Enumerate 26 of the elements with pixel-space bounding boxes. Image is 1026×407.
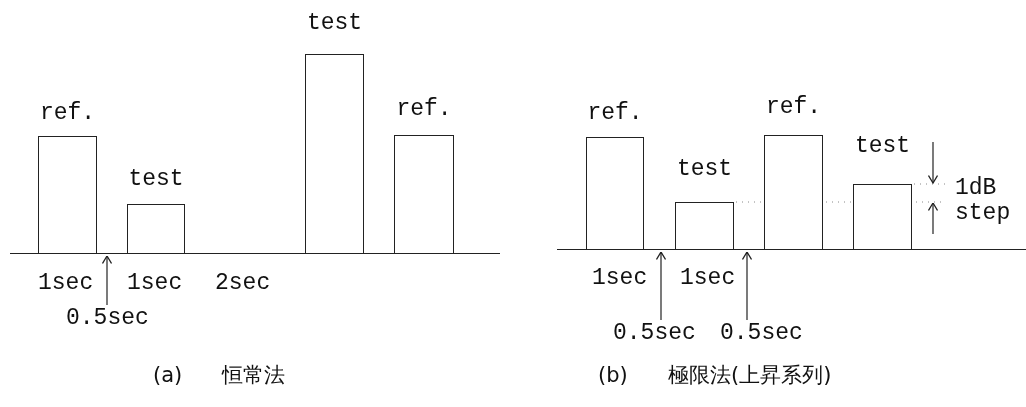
- step-size-label: 1dB step: [955, 176, 1012, 226]
- bar-label: ref.: [396, 96, 452, 122]
- duration-label: 1sec: [592, 265, 648, 291]
- duration-label: 0.5sec: [66, 305, 149, 331]
- leader-arrow: [741, 251, 753, 321]
- time-axis: [557, 249, 1026, 250]
- caption: 極限法(上昇系列): [668, 362, 832, 388]
- caption: (b): [598, 362, 628, 388]
- bar-label: test: [854, 133, 911, 159]
- bar-label: test: [676, 156, 733, 182]
- duration-label: 0.5sec: [720, 320, 803, 346]
- duration-label: 1sec: [38, 270, 94, 296]
- caption: 恒常法: [222, 362, 285, 388]
- leader-arrow: [655, 251, 667, 321]
- leader-arrow: [101, 255, 113, 306]
- bar-label: ref.: [765, 94, 822, 120]
- time-axis: [10, 253, 500, 254]
- caption: (a): [153, 362, 183, 388]
- bar-label: test: [306, 10, 363, 36]
- bar-label: ref.: [587, 100, 643, 126]
- duration-label: 1sec: [127, 270, 183, 296]
- bar-label: test: [128, 166, 184, 192]
- bar-label: ref.: [39, 100, 96, 126]
- duration-label: 2sec: [215, 270, 271, 296]
- duration-label: 1sec: [680, 265, 736, 291]
- duration-label: 0.5sec: [613, 320, 696, 346]
